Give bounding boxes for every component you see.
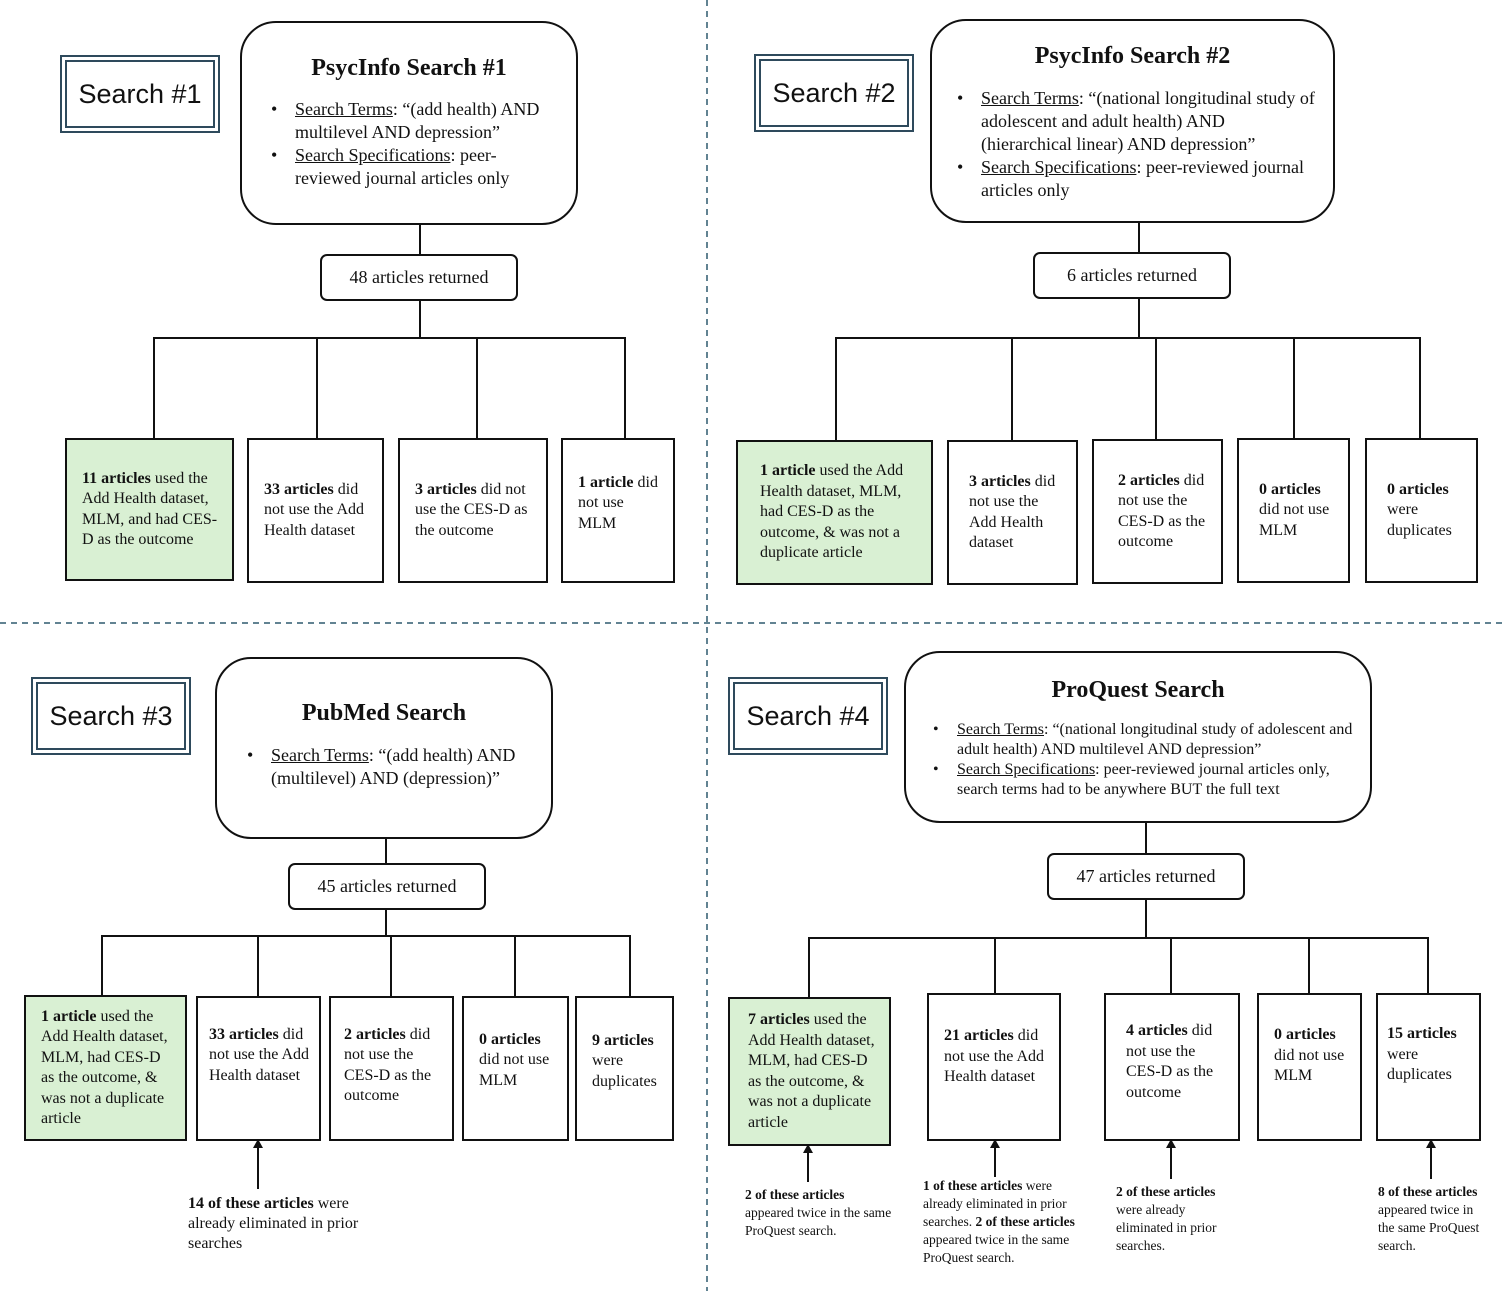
search-4-note: 8 of these articles appeared twice in th…	[1378, 1184, 1480, 1253]
search-4-excluded-box: 21 articles did not use the Add Health d…	[927, 993, 1061, 1141]
search-2-excluded-box: 3 articles did not use the Add Health da…	[947, 440, 1078, 585]
connector	[1138, 299, 1140, 338]
search-3-included-box: 1 article used the Add Health dataset, M…	[24, 995, 187, 1141]
connector	[808, 937, 810, 998]
search-terms-bullet: Search Terms: “(national longitudinal st…	[931, 720, 1356, 760]
connector	[1145, 900, 1147, 938]
search-1-excluded-box: 1 article did not use MLM	[561, 438, 675, 583]
search-2-excluded-box: 0 articles were duplicates	[1365, 438, 1478, 583]
search-4-note: 2 of these articles were already elimina…	[1116, 1184, 1217, 1253]
search-specifications-bullet: Search Specifications: peer-reviewed jou…	[955, 156, 1320, 202]
connector	[1293, 337, 1295, 441]
connector	[316, 337, 318, 439]
branch-line	[808, 937, 1429, 939]
search-specifications-bullet: Search Specifications: peer-reviewed jou…	[269, 144, 559, 190]
connector	[385, 839, 387, 864]
search-4-excluded-box: 15 articles were duplicates	[1376, 993, 1481, 1141]
search-4-excluded-box: 4 articles did not use the CES-D as the …	[1104, 993, 1240, 1141]
search-2-label: Search #2	[754, 54, 914, 132]
branch-line	[835, 337, 1421, 339]
search-4-criteria-box: ProQuest Search Search Terms: “(national…	[904, 651, 1372, 823]
connector	[1170, 937, 1172, 994]
up-arrow-icon	[253, 1139, 263, 1189]
connector	[101, 935, 103, 996]
search-4-included-box: 7 articles used the Add Health dataset, …	[728, 997, 891, 1146]
search-2-criteria-box: PsycInfo Search #2 Search Terms: “(natio…	[930, 19, 1335, 223]
search-3-excluded-box: 33 articles did not use the Add Health d…	[196, 996, 321, 1141]
search-4-title: ProQuest Search	[1051, 677, 1225, 703]
search-4-excluded-box: 0 articles did not use MLM	[1257, 993, 1362, 1141]
search-2-title: PsycInfo Search #2	[1034, 43, 1231, 69]
connector	[1427, 937, 1429, 994]
search-specifications-bullet: Search Specifications: peer-reviewed jou…	[931, 760, 1356, 800]
search-terms-bullet: Search Terms: “(add health) AND multilev…	[269, 98, 559, 144]
connector	[419, 301, 421, 338]
connector	[476, 337, 478, 439]
connector	[1145, 823, 1147, 854]
search-3-excluded-box: 2 articles did not use the CES-D as the …	[329, 996, 454, 1141]
branch-line	[101, 935, 631, 937]
up-arrow-icon	[1426, 1139, 1436, 1179]
search-2-bullets: Search Terms: “(national longitudinal st…	[955, 87, 1320, 202]
search-terms-bullet: Search Terms: “(add health) AND (multile…	[245, 744, 540, 790]
up-arrow-icon	[990, 1139, 1000, 1177]
search-2-excluded-box: 2 articles did not use the CES-D as the …	[1092, 439, 1223, 584]
search-1-bullets: Search Terms: “(add health) AND multilev…	[269, 98, 559, 190]
search-4-bullets: Search Terms: “(national longitudinal st…	[931, 720, 1356, 800]
connector	[390, 935, 392, 996]
search-1-excluded-box: 33 articles did not use the Add Health d…	[247, 438, 384, 583]
search-1-label: Search #1	[60, 55, 220, 133]
search-4-note: 2 of these articles appeared twice in th…	[745, 1187, 892, 1238]
up-arrow-icon	[803, 1144, 813, 1182]
connector	[514, 935, 516, 996]
search-1-criteria-box: PsycInfo Search #1 Search Terms: “(add h…	[240, 21, 578, 225]
search-1-returned: 48 articles returned	[320, 254, 518, 301]
search-3-criteria-box: PubMed Search Search Terms: “(add health…	[215, 657, 553, 839]
connector	[1155, 337, 1157, 441]
search-3-returned: 45 articles returned	[288, 863, 486, 910]
connector	[419, 225, 421, 255]
search-3-label: Search #3	[31, 677, 191, 755]
search-4-label: Search #4	[728, 677, 888, 755]
search-4-returned: 47 articles returned	[1047, 853, 1245, 900]
search-3-bullets: Search Terms: “(add health) AND (multile…	[245, 744, 540, 790]
search-2-excluded-box: 0 articles did not use MLM	[1237, 438, 1350, 583]
connector	[385, 910, 387, 936]
search-1-title: PsycInfo Search #1	[311, 55, 507, 81]
connector	[994, 937, 996, 994]
connector	[1011, 337, 1013, 441]
branch-line	[153, 337, 626, 339]
search-2-returned: 6 articles returned	[1033, 252, 1231, 299]
search-3-excluded-box: 0 articles did not use MLM	[462, 996, 569, 1141]
connector	[624, 337, 626, 439]
up-arrow-icon	[1166, 1139, 1176, 1179]
search-terms-bullet: Search Terms: “(national longitudinal st…	[955, 87, 1320, 156]
connector	[153, 337, 155, 439]
search-1-excluded-box: 3 articles did not use the CES-D as the …	[398, 438, 548, 583]
search-1-included-box: 11 articles used the Add Health dataset,…	[65, 438, 234, 581]
connector	[835, 337, 837, 441]
connector	[1308, 937, 1310, 994]
search-3-excluded-box: 9 articles were duplicates	[575, 996, 674, 1141]
connector	[1419, 337, 1421, 441]
connector	[629, 935, 631, 996]
connector	[257, 935, 259, 996]
search-3-title: PubMed Search	[301, 700, 467, 726]
search-3-note: 14 of these articles were already elimin…	[188, 1195, 359, 1252]
search-4-note: 1 of these articles were already elimina…	[923, 1178, 1075, 1265]
search-2-included-box: 1 article used the Add Health dataset, M…	[736, 440, 933, 585]
connector	[1138, 223, 1140, 253]
